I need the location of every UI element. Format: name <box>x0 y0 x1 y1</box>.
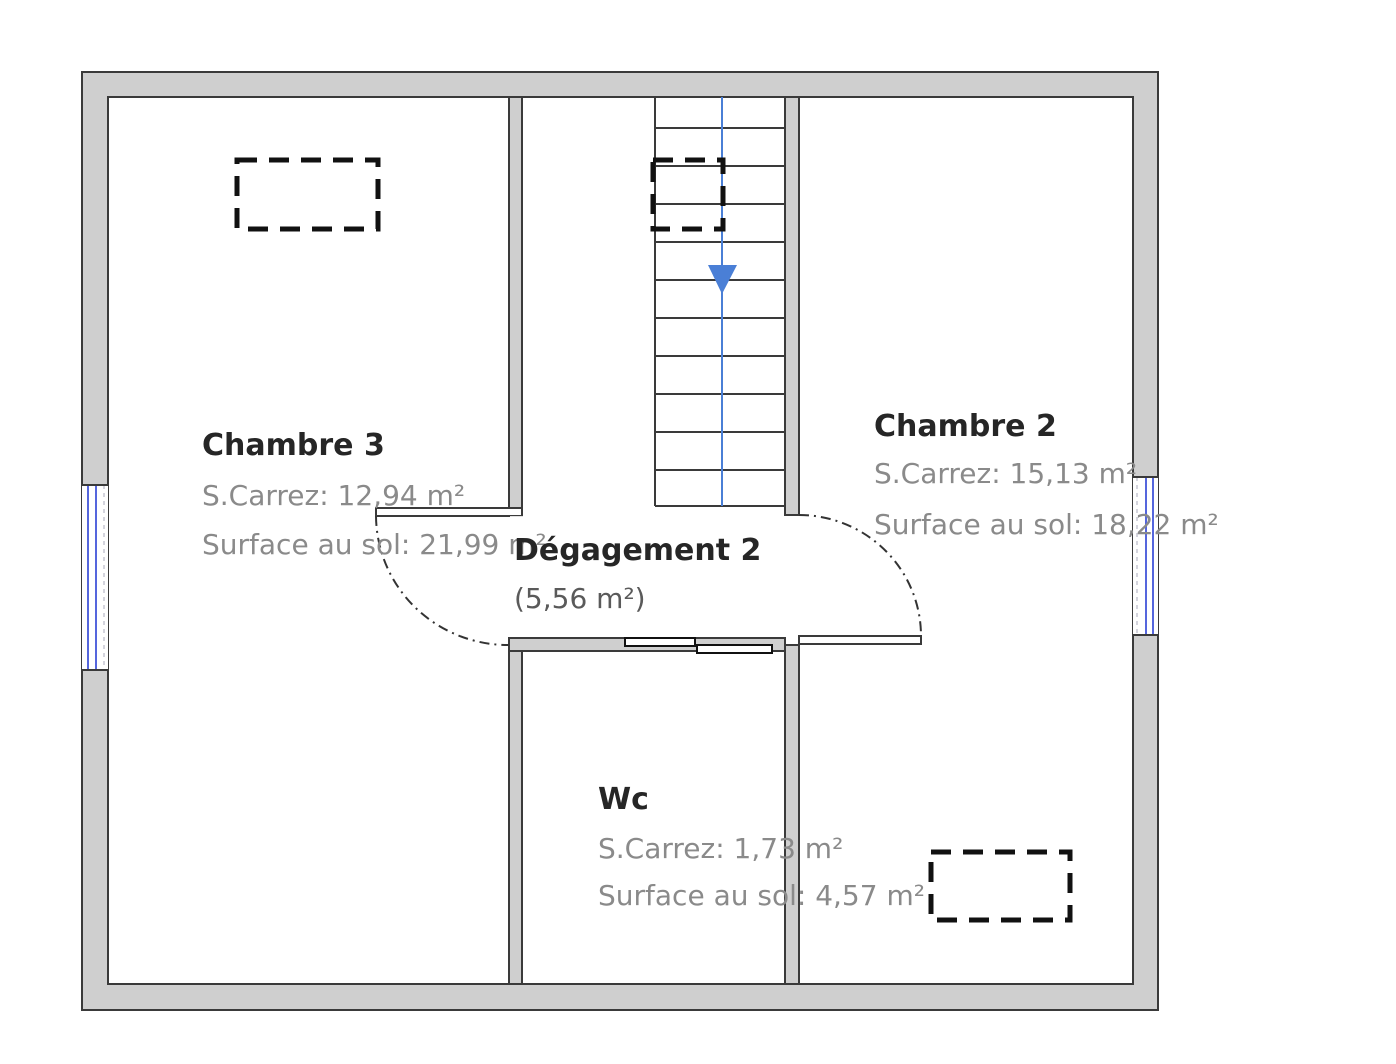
room-name: Wc <box>598 782 649 817</box>
room-degagement2: Dégagement 2 (5,56 m²) <box>514 533 761 615</box>
room-chambre3: Chambre 3 S.Carrez: 12,94 m² Surface au … <box>202 428 547 561</box>
room-sol: Surface au sol: 21,99 m² <box>202 528 547 561</box>
window-right <box>1133 476 1158 636</box>
degagement-label-bg <box>510 516 786 636</box>
room-sol: Surface au sol: 4,57 m² <box>598 879 925 912</box>
wall-chambre2-left-lower <box>784 644 800 985</box>
room-wc: Wc S.Carrez: 1,73 m² Surface au sol: 4,5… <box>598 782 925 912</box>
room-carrez: S.Carrez: 12,94 m² <box>202 479 465 512</box>
room-chambre2: Chambre 2 S.Carrez: 15,13 m² Surface au … <box>874 409 1219 541</box>
wall-chambre3-right <box>508 96 523 510</box>
room-name: Chambre 2 <box>874 409 1057 444</box>
roof-window-stair <box>650 157 726 232</box>
room-name: Chambre 3 <box>202 428 385 463</box>
window-left <box>82 484 108 671</box>
roof-window-chambre2 <box>928 849 1073 923</box>
room-carrez: S.Carrez: 1,73 m² <box>598 832 843 865</box>
roof-window-chambre3 <box>234 157 381 232</box>
interior-walls <box>508 96 800 985</box>
room-area: (5,56 m²) <box>514 582 646 615</box>
door-wc-sliding <box>624 637 773 654</box>
room-carrez: S.Carrez: 15,13 m² <box>874 457 1137 490</box>
wall-stair-right <box>784 96 800 516</box>
door-chambre2 <box>798 514 922 645</box>
room-sol: Surface au sol: 18,22 m² <box>874 508 1219 541</box>
door-chambre3 <box>375 507 523 647</box>
wall-chambre3-lower-right <box>508 644 523 985</box>
room-name: Dégagement 2 <box>514 533 761 568</box>
